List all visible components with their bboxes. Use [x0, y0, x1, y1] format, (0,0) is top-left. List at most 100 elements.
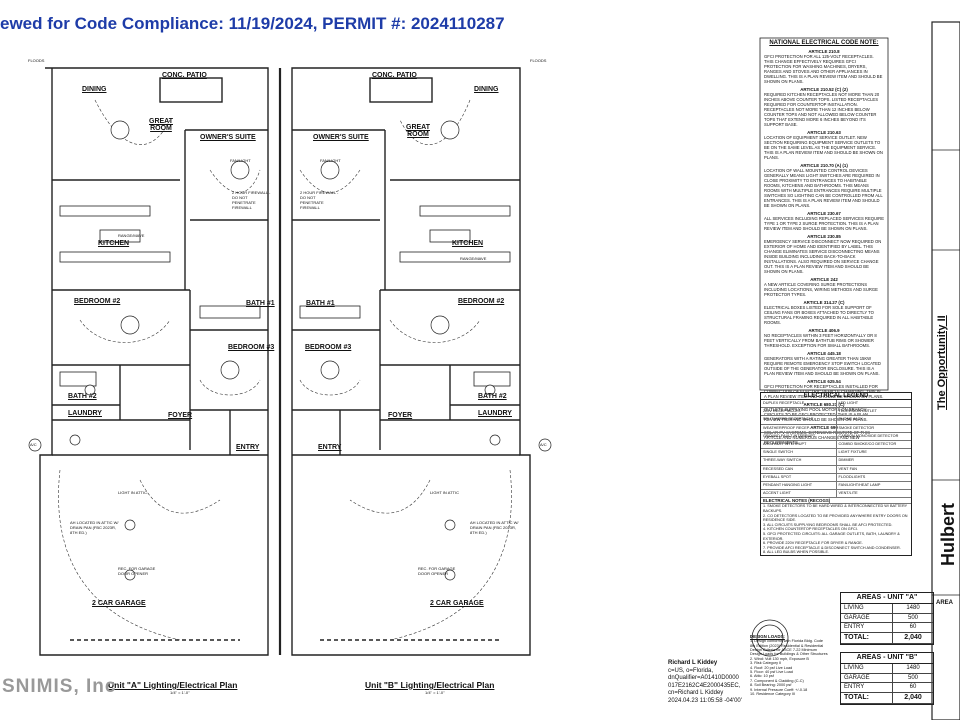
unit-b-entry-label: ENTRY — [318, 444, 342, 451]
areas-value: 60 — [909, 684, 917, 690]
unit-a-dining-label: DINING — [82, 86, 107, 93]
legend-row: WEATHERPROOF RECEP.SMOKE DETECTOR — [761, 424, 911, 433]
nec-article-number: ARTICLE 230.85 — [807, 234, 841, 239]
design-load-line: 6. Attic: 10 psf — [750, 674, 774, 679]
unit-b-garage-label: 2 CAR GARAGE — [430, 600, 484, 607]
legend-entry: LIGHT FIXTURE — [835, 449, 912, 457]
unit-a-garage-label: 2 CAR GARAGE — [92, 600, 146, 607]
legend-entry: LED LIGHT — [835, 400, 912, 408]
unit-b-laundry-label: LAUNDRY — [478, 410, 512, 417]
unit-b-scale: 1/4" = 1'-0" — [425, 690, 445, 695]
legend-note: 3. ALL CIRCUITS SUPPLYING BEDROOMS SHALL… — [763, 522, 893, 527]
nec-article-number: ARTICLE 210.70 (A) (1) — [800, 163, 848, 168]
unit-b-fanlight-label: FAN/LIGHT — [320, 158, 341, 163]
nec-article-text: A new article covering surge protections… — [764, 282, 878, 297]
unit-b-bath2-label: BATH #2 — [478, 393, 507, 400]
unit-a-owners-suite-label: OWNER'S SUITE — [200, 134, 256, 141]
unit-b-bath1-label: BATH #1 — [306, 300, 335, 307]
areas-b-title: AREAS - UNIT "B" — [841, 653, 933, 664]
unit-a-kitchen-label: KITCHEN — [98, 240, 130, 247]
unit-b-plan-title: Unit "B" Lighting/Electrical Plan — [365, 680, 495, 690]
unit-a-scale: 1/4" = 1'-0" — [170, 690, 190, 695]
unit-b-great-room-label: GREAT ROOM — [406, 124, 430, 138]
areas-label: LIVING — [841, 664, 893, 673]
areas-label: ENTRY — [841, 623, 893, 632]
areas-row: ENTRY 60 — [841, 683, 933, 693]
design-load-line: Design Criteria for ASCE 7-22 Minimum — [750, 648, 817, 653]
areas-a-title: AREAS - UNIT "A" — [841, 593, 933, 604]
areas-b-total-label: TOTAL: — [841, 692, 893, 703]
areas-b-total-value: 2,040 — [904, 693, 922, 701]
legend-row: EYEBALL SPOT FLOODLIGHTS — [761, 473, 912, 482]
unit-a-fanlight-label: FAN/LIGHT — [230, 158, 251, 163]
signature-line: 017E2162C4E2000435EC, — [668, 682, 741, 689]
nec-article-number: ARTICLE 230.67 — [807, 211, 841, 216]
legend-entry: ARC FAULT INTERRUPT — [763, 441, 807, 446]
signature-line: c=US, o=Florida, — [668, 667, 714, 674]
unit-b-patio-label: CONC. PATIO — [372, 72, 417, 79]
unit-b-foyer-label: FOYER — [388, 412, 413, 419]
design-load-line: Design Loads for Buildings & Other Struc… — [750, 652, 828, 657]
areas-value: 500 — [907, 674, 918, 681]
project-name: The Opportunity II — [936, 315, 948, 410]
nec-title: NATIONAL ELECTRICAL CODE NOTE: — [769, 40, 879, 46]
design-load-line: 10. Residence Category III — [750, 692, 795, 697]
areas-value: 60 — [909, 624, 917, 630]
legend-entry: PHONE JACK — [835, 416, 912, 424]
areas-value: 1480 — [906, 605, 920, 611]
legend-note: 8. ALL LED BULBS WHEN POSSIBLE. — [763, 550, 830, 555]
areas-a-total-row: TOTAL: 2,040 — [841, 632, 933, 644]
design-load-line: 3. Risk Category II — [750, 661, 782, 666]
unit-b-kitchen-label: KITCHEN — [452, 240, 484, 247]
nec-article-text: Required kitchen receptacles not more th… — [764, 92, 880, 127]
nec-article-text: Location of wall mounted control devices… — [764, 168, 883, 208]
signature-line: cn=Richard L Kiddey — [668, 690, 724, 696]
unit-a-great-room-label: GREAT ROOM — [149, 118, 173, 132]
legend-entry: TELEVISION OUTLET — [835, 408, 912, 416]
legend-notes-title: ELECTRICAL NOTES (RECOGS) — [761, 498, 911, 505]
legend-entry: SPLIT-WIRED RECEPTACLE — [763, 417, 814, 422]
legend-entry: VENT FAN — [835, 465, 912, 473]
areas-a-total-value: 2,040 — [904, 633, 922, 641]
legend-entry: PENDANT HANGING LIGHT — [763, 482, 813, 487]
unit-a-plan-title: Unit "A" Lighting/Electrical Plan — [108, 680, 238, 690]
unit-b-dining-label: DINING — [474, 86, 499, 93]
legend-entry: THREE-WAY SWITCH — [763, 458, 802, 463]
design-load-line: 4. Roof: 20 psf Live Load — [750, 665, 793, 670]
legend-row: ARC FAULT INTERRUPT COMBO SMOKE/CO DETECT… — [761, 440, 912, 450]
legend-entry: FLOODLIGHTS — [835, 473, 912, 481]
unit-b-opener-note: REC. FOR GARAGE DOOR OPENER — [418, 566, 456, 576]
design-loads: DESIGN LOADS: 1. Design conforms with Fl… — [750, 634, 836, 696]
nec-article-text: GFCI protection for receptacles installe… — [764, 384, 884, 399]
nec-article-number: ARTICLE 242 — [810, 277, 838, 282]
legend-entry: VENT/LITE — [835, 490, 912, 498]
unit-b-range-label: RANGE/MAVE — [460, 256, 487, 261]
nec-article-text: Outlets supplying pool motors on branch … — [764, 407, 869, 422]
unit-a-range-label: RANGE/MAVE — [118, 233, 145, 238]
areas-value: 1480 — [906, 665, 920, 671]
nec-article-text: Generators with a rating greater than 15… — [764, 356, 881, 376]
legend-entry: COMBO SMOKE/CO DETECTOR — [835, 440, 912, 449]
legend-notes: 1. SMOKE DETECTORS TO BE HARD WIRED & IN… — [761, 504, 911, 555]
unit-a-bath1-label: BATH #1 — [246, 300, 275, 307]
nec-article-text: Location of equipment service outlet. Ne… — [764, 135, 883, 160]
legend-entry: EYEBALL SPOT — [763, 474, 792, 479]
legend-row: SPLIT-WIRED RECEPTACLE PHONE JACK — [761, 416, 912, 425]
nec-article-number: ARTICLE 680.21 (C) — [803, 402, 845, 407]
legend-note: 2. CO DETECTORS LOCATED TO BE PROVIDED A… — [763, 513, 908, 523]
areas-label: ENTRY — [841, 683, 893, 692]
signature-line: dnQualifier=A01410D0000 — [668, 675, 739, 681]
unit-a-bath2-label: BATH #2 — [68, 393, 97, 400]
legend-entry: CARBON MONOXIDE DETECTOR — [835, 432, 912, 440]
